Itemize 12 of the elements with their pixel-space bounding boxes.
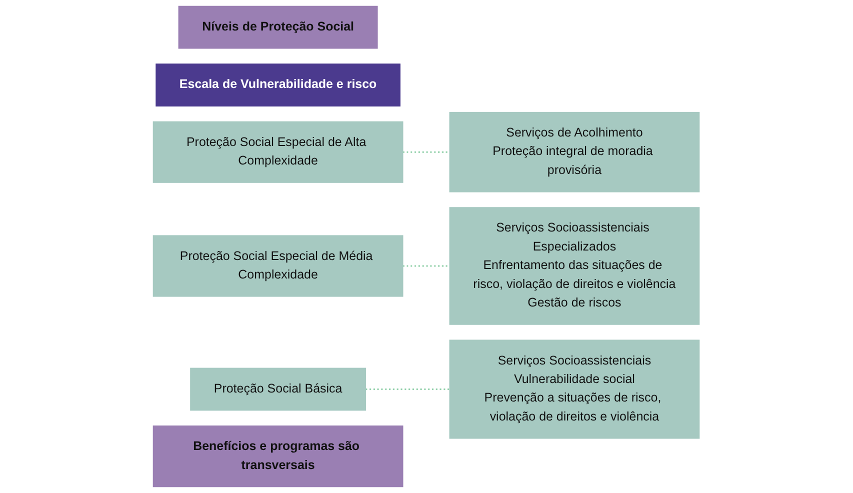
node-box: Níveis de Proteção Social [178,6,378,49]
node-box: Proteção Social Básica [190,368,366,411]
node-box: Proteção Social Especial de Média Complexidade [153,235,404,297]
node-box: Escala de Vulnerabilidade e risco [156,64,401,106]
node-box: Benefícios e programas são transversais [153,426,404,488]
node-box: Proteção Social Especial de Alta Complexidade [153,121,404,183]
node-box: Serviços Socioassistenciais Especializados Enfrentamento das situações de risco, violação de direitos e violência Gestão de riscos [450,207,700,325]
node-box: Serviços Socioassistenciais Vulnerabilidade social Prevenção a situações de risco, violação de direitos e violência [450,340,700,439]
connector [403,151,450,153]
connector [403,265,450,267]
connector [366,388,450,390]
node-box: Serviços de Acolhimento Proteção integral de moradia provisória [450,112,700,192]
